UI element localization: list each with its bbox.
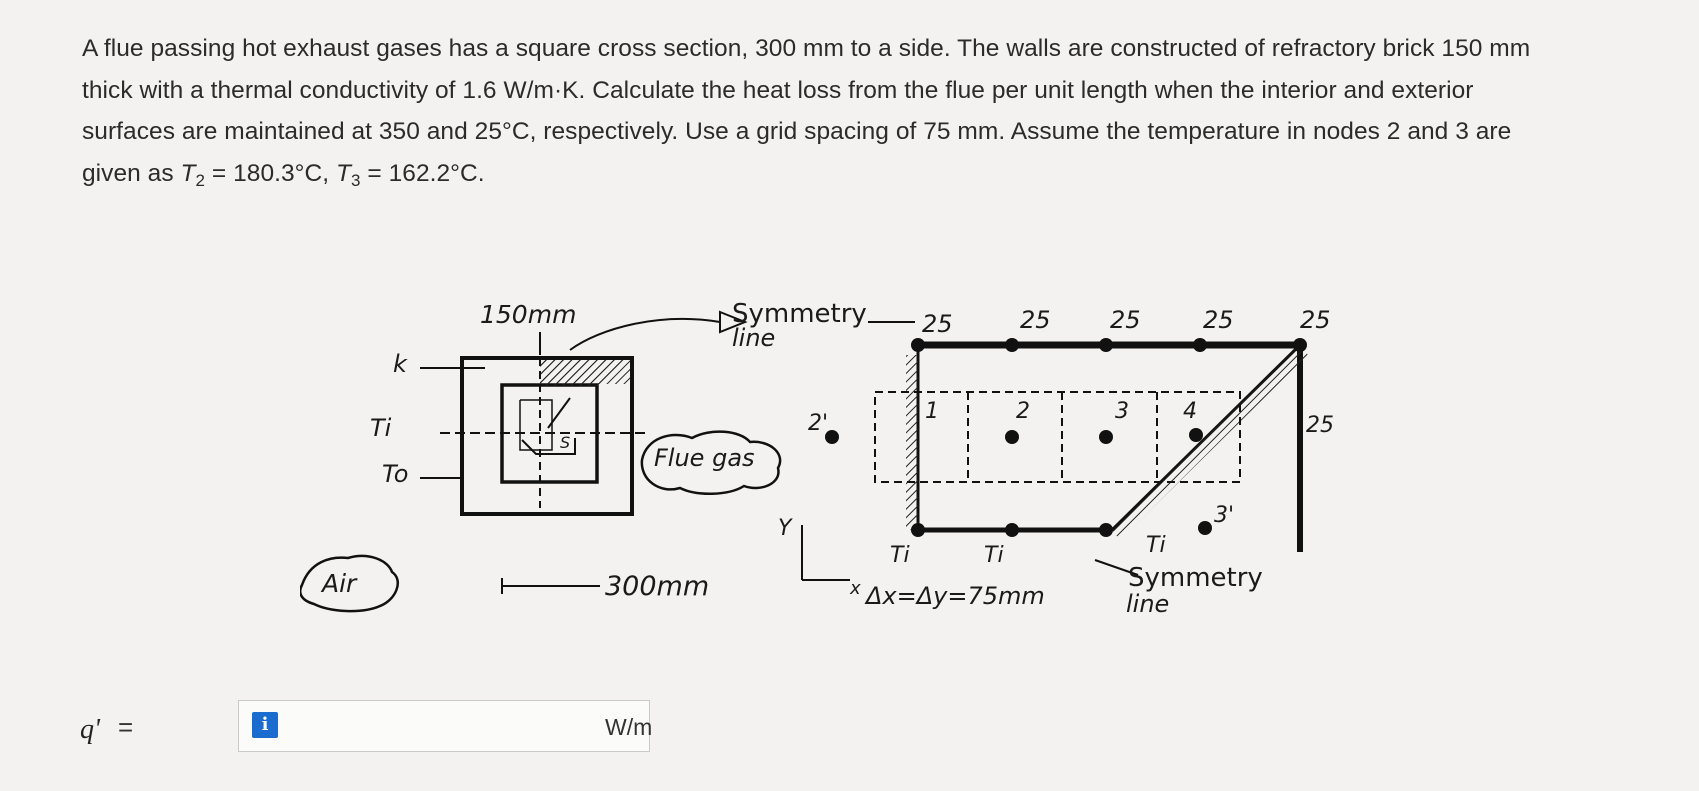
t2-subscript: 2 [195, 170, 206, 190]
equals-sign: = [118, 712, 134, 742]
outer-wall [460, 356, 634, 516]
node-4-label: 4 [1183, 399, 1197, 424]
right-temp: 25 [1306, 413, 1334, 438]
top-nodes [911, 338, 1307, 352]
node-4-dot [1189, 428, 1203, 442]
node-top-5 [1293, 338, 1307, 352]
air-bubble [300, 554, 399, 613]
node-3prime-label: 3' [1214, 503, 1234, 528]
node-3-dot [1099, 430, 1113, 444]
node-top-4 [1193, 338, 1207, 352]
bottom-nodes [911, 523, 1113, 537]
top-temp-1: 25 [922, 310, 953, 338]
node-top-2 [1005, 338, 1019, 352]
hatched-corner [540, 360, 630, 386]
symmetry-top-line: line [732, 324, 775, 352]
problem-line-4-prefix: given as [82, 159, 181, 187]
left-hatch [906, 355, 918, 530]
ti-bottom-1: Ti [890, 543, 910, 568]
info-icon[interactable]: i [252, 712, 278, 738]
symmetry-bottom-arrow [1094, 559, 1139, 576]
t3-value: = 162.2°C. [360, 159, 485, 187]
s-label: S [560, 433, 570, 452]
symmetry-bottom-word: Symmetry [1128, 563, 1263, 593]
problem-statement: A flue passing hot exhaust gases has a s… [82, 28, 1622, 194]
problem-line-1: A flue passing hot exhaust gases has a s… [82, 35, 1531, 62]
t3-subscript: 3 [351, 170, 361, 190]
top-temp-5: 25 [1300, 306, 1331, 334]
node-1-label: 1 [925, 399, 939, 424]
t2-symbol: T [180, 159, 196, 187]
dim-300mm-label: 300mm [605, 571, 709, 602]
spacing-label: Δx=Δy=75mm [864, 582, 1045, 610]
dashed-cells [874, 391, 1241, 483]
node-2-label: 2 [1016, 399, 1030, 424]
top-temp-2: 25 [1020, 306, 1051, 334]
t3-symbol: T [335, 159, 351, 187]
top-temp-3: 25 [1110, 306, 1141, 334]
air-label: Air [320, 569, 358, 598]
problem-line-3: surfaces are maintained at 350 and 25°C,… [82, 118, 1512, 145]
nodal-grid: Symmetry line 25 25 25 25 25 25 1 [732, 300, 1334, 618]
heat-loss-input[interactable] [238, 700, 650, 752]
node-bottom-3 [1099, 523, 1113, 537]
problem-line-4: given as T2 = 180.3°C, T3 = 162.2°C. [82, 153, 1622, 195]
curved-arrow-to-zoom [569, 317, 721, 351]
q-prime-label: q' [80, 714, 100, 745]
dim-150mm-label: 150mm [480, 300, 576, 329]
section-outline [519, 399, 553, 451]
unit-label: W/m [605, 714, 653, 740]
node-top-1 [911, 338, 925, 352]
flue-diagram: S 150mm k Ti To Air Flue gas 300mm Symme… [300, 300, 1334, 618]
t2-value: = 180.3°C, [205, 159, 336, 187]
k-label: k [393, 350, 408, 378]
top-temp-4: 25 [1203, 306, 1234, 334]
node-3prime-dot [1198, 521, 1212, 535]
symmetry-top-word: Symmetry [732, 300, 867, 329]
diag-mark [547, 397, 571, 429]
ti-bottom-3: Ti [1146, 533, 1166, 558]
problem-line-2: thick with a thermal conductivity of 1.6… [82, 76, 1474, 104]
node-bottom-1 [911, 523, 925, 537]
axis-x-label: x [849, 578, 861, 599]
node-3-label: 3 [1115, 399, 1129, 424]
flue-cross-section: S 150mm k Ti To Air Flue gas 300mm [300, 300, 782, 613]
diagonal-hatch [1112, 345, 1308, 540]
node-top-3 [1099, 338, 1113, 352]
symmetry-bottom-line: line [1126, 590, 1169, 618]
node-2-dot [1005, 430, 1019, 444]
flue-gas-bubble [640, 430, 782, 496]
ti-bottom-2: Ti [984, 543, 1004, 568]
node-bottom-2 [1005, 523, 1019, 537]
s-box [521, 438, 576, 455]
ti-label: Ti [370, 414, 392, 442]
node-2prime-label: 2' [808, 411, 828, 436]
curved-arrow-head [719, 310, 748, 334]
flue-gas-label: Flue gas [654, 444, 755, 472]
axis-y-label: Y [778, 516, 793, 541]
to-label: To [382, 460, 408, 488]
node-2prime-dot [825, 430, 839, 444]
